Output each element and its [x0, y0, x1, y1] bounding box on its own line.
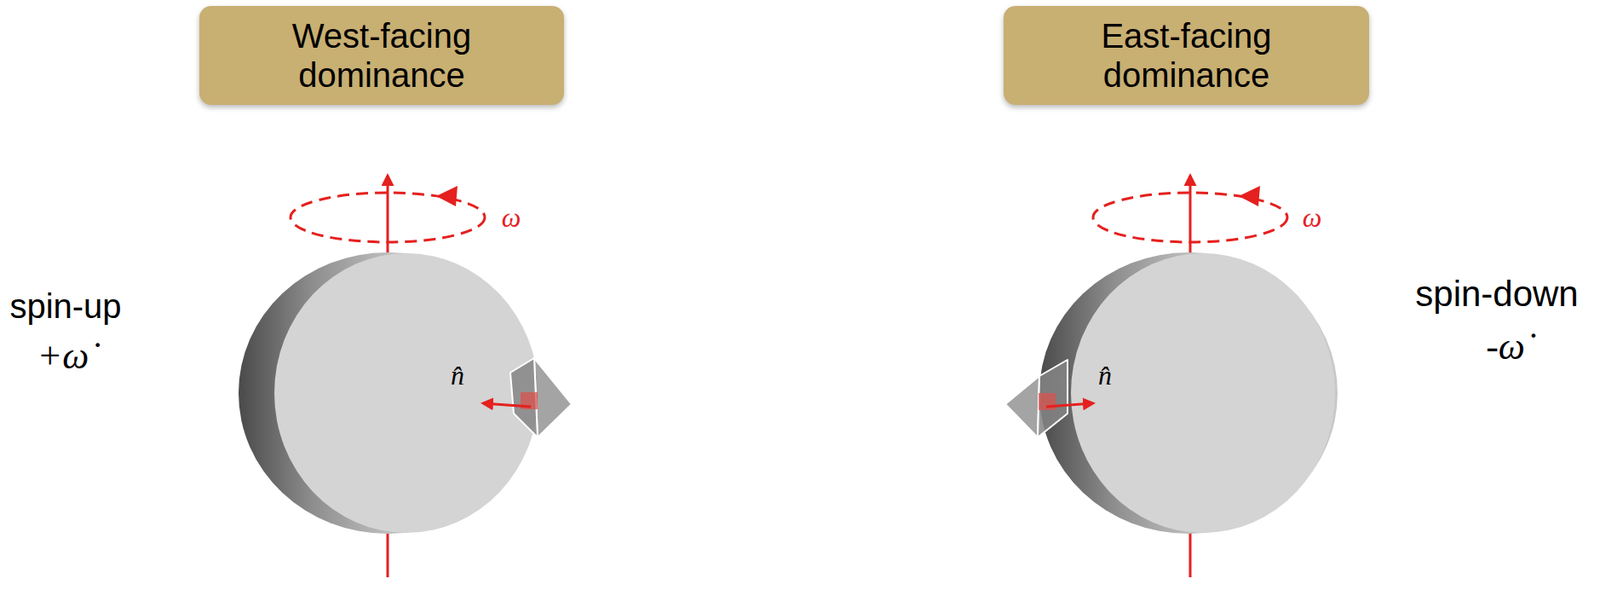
angular-velocity-label: ω: [1302, 202, 1323, 233]
normal-vector-label: n̂: [450, 360, 465, 391]
facet-side: [534, 357, 572, 438]
angular-velocity-label: ω: [501, 202, 522, 233]
spin-direction-label: spin-up: [9, 287, 121, 325]
rotation-arrowhead: [436, 185, 458, 207]
spin-rate-label: +ω̇: [37, 335, 90, 377]
spin-rate-label: -ω̇: [1485, 326, 1526, 368]
heading-box: West-facing dominance: [199, 5, 565, 105]
normal-arrow: [483, 402, 531, 407]
normal-arrow: [1046, 402, 1094, 407]
facet-side: [1005, 375, 1040, 438]
facet-face: [510, 357, 538, 438]
heading-text: West-facing dominance: [253, 16, 510, 95]
heading-box: East-facing dominance: [1003, 5, 1370, 105]
sphere: [274, 253, 539, 533]
rotation-arrowhead: [1238, 185, 1261, 207]
spin-direction-label: spin-down: [1415, 274, 1578, 314]
normal-vector-label: n̂: [1098, 360, 1112, 391]
sphere-shadow: [1039, 252, 1338, 534]
facet-face: [1037, 359, 1068, 438]
heading-text: East-facing dominance: [1058, 16, 1315, 95]
sphere: [1070, 253, 1336, 533]
